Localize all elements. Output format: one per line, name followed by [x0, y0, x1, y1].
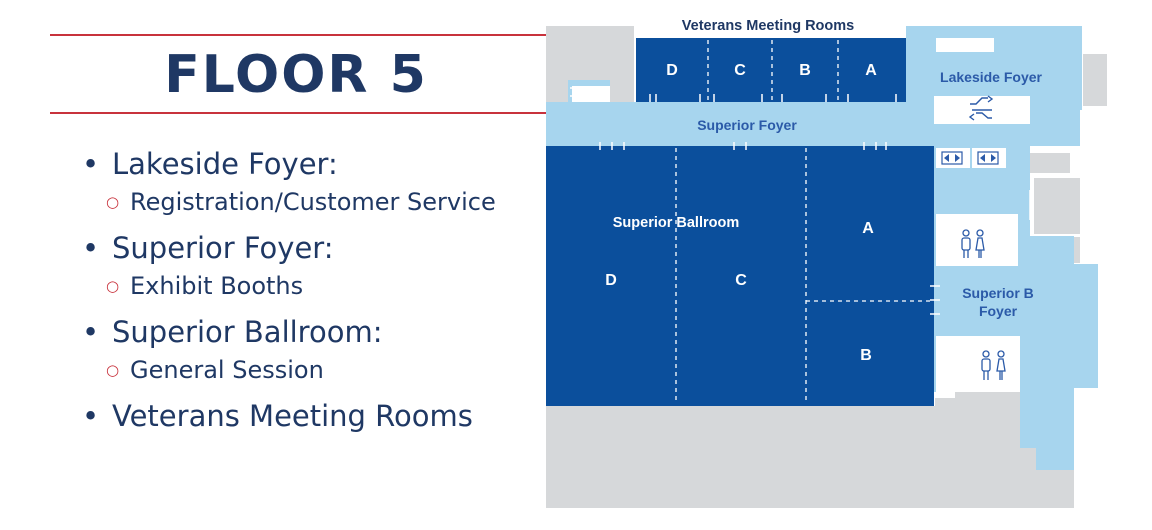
legend-item-veterans-meeting-rooms: • Veterans Meeting Rooms — [82, 396, 542, 436]
legend-sub-label: Registration/Customer Service — [130, 188, 496, 216]
service-areas — [546, 26, 1107, 508]
lakeside-foyer-label: Lakeside Foyer — [940, 69, 1042, 85]
door-marks — [570, 87, 1031, 315]
legend-sub-superior-foyer: ○ Exhibit Booths — [82, 270, 542, 302]
restroom-icon — [961, 229, 1006, 380]
title-rule-bottom — [50, 112, 546, 114]
ballroom-section-c: C — [735, 272, 747, 289]
veterans-room-c: C — [734, 62, 746, 79]
ballroom-section-a: A — [862, 220, 874, 237]
legend-item-superior-foyer: • Superior Foyer: — [82, 228, 542, 268]
legend-list: • Lakeside Foyer: ○ Registration/Customer … — [82, 144, 542, 436]
legend-sub-lakeside-foyer: ○ Registration/Customer Service — [82, 186, 542, 218]
superior-ballroom: Superior Ballroom A B C D — [546, 146, 934, 406]
legend-item-lakeside-foyer: • Lakeside Foyer: — [82, 144, 542, 184]
legend-label: Superior Foyer: — [112, 231, 334, 265]
veterans-room-a: A — [865, 62, 877, 79]
bullet-icon: • — [82, 231, 100, 265]
elevator-icon — [941, 151, 999, 165]
superior-b-foyer-label-line1: Superior B — [962, 285, 1034, 301]
legend-label: Lakeside Foyer: — [112, 147, 338, 181]
legend-sub-superior-ballroom: ○ General Session — [82, 354, 542, 386]
title-rule-top — [50, 34, 546, 36]
superior-ballroom-label: Superior Ballroom — [613, 215, 740, 231]
veterans-room-b: B — [799, 62, 811, 79]
legend-sub-label: General Session — [130, 356, 324, 384]
sub-bullet-icon: ○ — [106, 277, 120, 295]
bullet-icon: • — [82, 315, 100, 349]
ballroom-section-b: B — [860, 347, 872, 364]
sub-bullet-icon: ○ — [106, 193, 120, 211]
veterans-meeting-rooms: Veterans Meeting Rooms D C B A — [636, 18, 906, 102]
legend-sub-label: Exhibit Booths — [130, 272, 304, 300]
veterans-rooms-block — [636, 38, 906, 102]
bullet-icon: • — [82, 399, 100, 433]
bullet-icon: • — [82, 147, 100, 181]
page-title: FLOOR 5 — [164, 45, 428, 105]
superior-b-foyer-label-line2: Foyer — [979, 303, 1018, 319]
legend-label: Veterans Meeting Rooms — [112, 399, 473, 433]
superior-foyer-label: Superior Foyer — [697, 117, 797, 133]
veterans-room-d: D — [666, 62, 678, 79]
sub-bullet-icon: ○ — [106, 361, 120, 379]
legend-label: Superior Ballroom: — [112, 315, 383, 349]
ballroom-block — [546, 146, 934, 406]
legend-item-superior-ballroom: • Superior Ballroom: — [82, 312, 542, 352]
escalator-icon — [968, 95, 994, 121]
ballroom-section-d: D — [605, 272, 617, 289]
veterans-rooms-label: Veterans Meeting Rooms — [682, 18, 854, 34]
